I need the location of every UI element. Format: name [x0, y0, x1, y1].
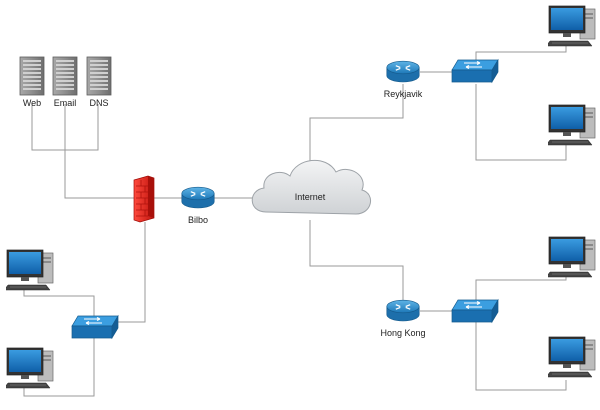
router-label-reykjavik: Reykjavik: [383, 89, 423, 99]
server-label-dns: DNS: [89, 98, 109, 108]
workstation-icon[interactable]: [546, 5, 596, 47]
router-label-bilbo: Bilbo: [187, 215, 209, 225]
workstation-icon[interactable]: [546, 104, 596, 146]
server-label-email: Email: [53, 98, 77, 108]
link-firewall-switch: [118, 222, 146, 323]
link-switch-pc1: [23, 290, 95, 318]
switch-icon[interactable]: [71, 315, 119, 339]
server-icon[interactable]: [19, 56, 45, 96]
workstation-icon[interactable]: [546, 336, 596, 378]
link-rsw-pc2: [475, 84, 567, 161]
workstation-icon[interactable]: [546, 236, 596, 278]
router-icon[interactable]: [386, 60, 420, 83]
link-hsw-pc2: [475, 322, 567, 391]
server-icon[interactable]: [52, 56, 78, 96]
connection-lines: [23, 46, 567, 397]
switch-icon[interactable]: [451, 59, 499, 83]
server-label-web: Web: [22, 98, 42, 108]
server-icon[interactable]: [86, 56, 112, 96]
cloud-label-internet: Internet: [294, 192, 326, 202]
router-icon[interactable]: [181, 186, 215, 209]
cloud-icon[interactable]: [251, 159, 371, 215]
link-rsw-pc1: [475, 46, 567, 64]
switch-icon[interactable]: [451, 299, 499, 323]
workstation-icon[interactable]: [4, 249, 54, 291]
link-hsw-pc1: [475, 275, 567, 302]
workstation-icon[interactable]: [4, 347, 54, 389]
link-switch-pc2: [23, 332, 95, 397]
router-icon[interactable]: [386, 299, 420, 322]
router-label-hong-kong: Hong Kong: [380, 328, 426, 338]
link-email-to-firewall: [64, 104, 138, 199]
link-internet-hongkong: [309, 220, 404, 300]
link-internet-reykjavik: [309, 84, 404, 162]
firewall-icon[interactable]: [133, 175, 155, 223]
